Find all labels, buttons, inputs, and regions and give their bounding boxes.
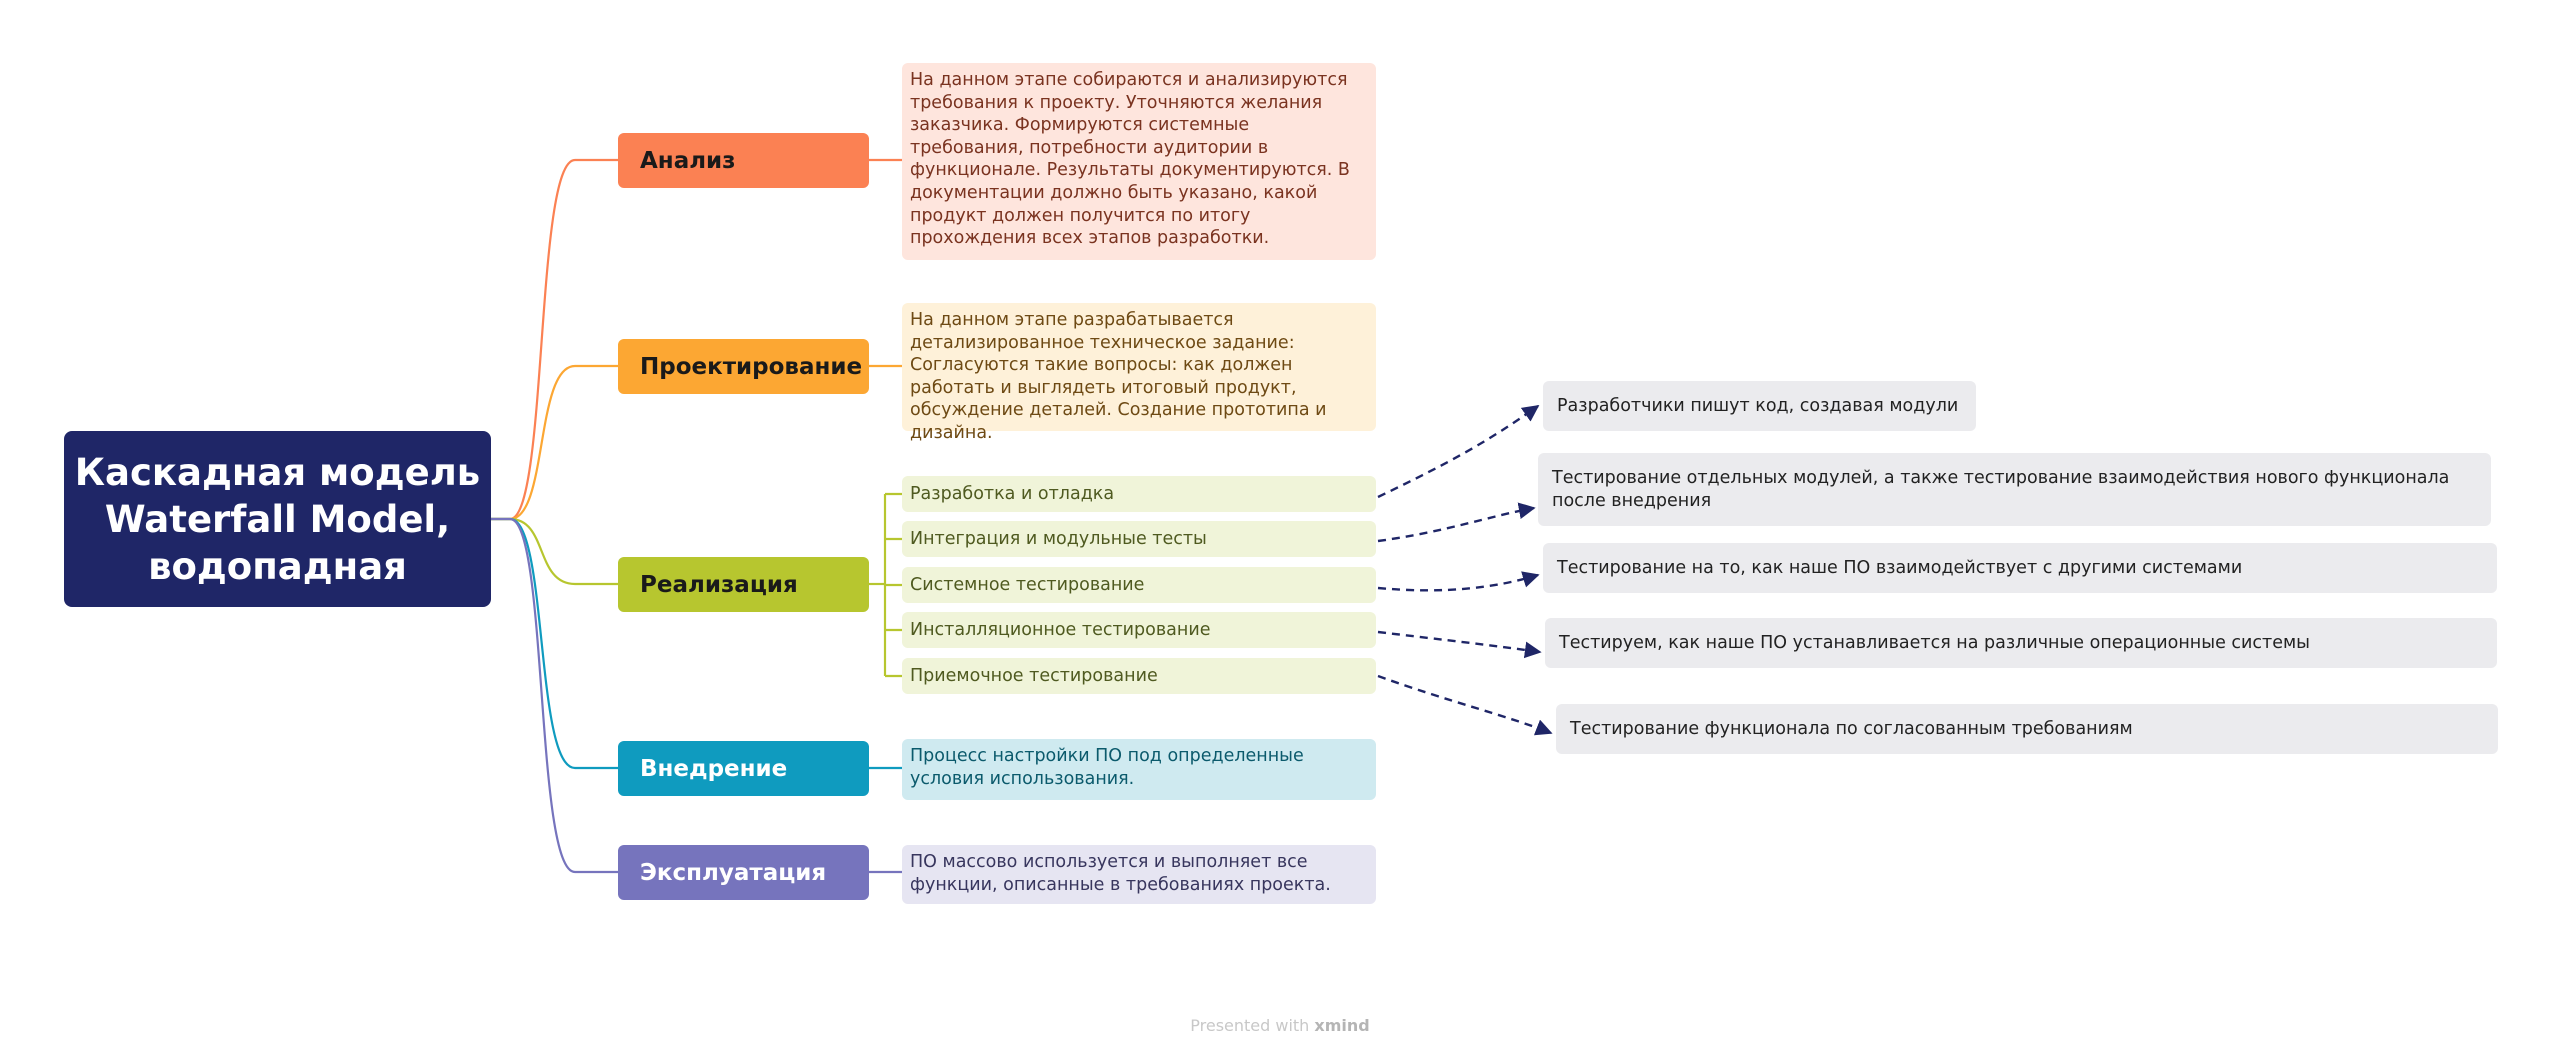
branch-label: Эксплуатация: [640, 859, 827, 886]
desc-system-testing[interactable]: Тестирование на то, как наше ПО взаимоде…: [1543, 543, 2497, 593]
branch-deployment[interactable]: Внедрение: [618, 741, 869, 796]
subtopic-label: Интеграция и модульные тесты: [910, 529, 1207, 549]
footer-brand: xmind: [1314, 1016, 1370, 1035]
dashed-arrow: [1377, 674, 1553, 736]
note-analysis[interactable]: На данном этапе собираются и анализируют…: [902, 63, 1376, 260]
subtopic-label: Разработка и отладка: [910, 484, 1115, 504]
subtopic-label: Приемочное тестирование: [910, 666, 1158, 686]
branch-label: Внедрение: [640, 755, 788, 782]
branch-label: Проектирование: [640, 353, 863, 380]
footer-credit: Presented with xmind: [0, 1016, 2560, 1035]
desc-development[interactable]: Разработчики пишут код, создавая модули: [1543, 381, 1976, 431]
desc-text: Тестирование отдельных модулей, а также …: [1552, 467, 2450, 511]
subtopic-development[interactable]: Разработка и отладка: [902, 476, 1376, 512]
branch-label: Анализ: [640, 147, 736, 174]
subtopic-acceptance-testing[interactable]: Приемочное тестирование: [902, 658, 1376, 694]
desc-text: Тестирование функционала по согласованны…: [1570, 718, 2133, 739]
branch-connector: [491, 158, 618, 521]
note-text: ПО массово используется и выполняет все …: [910, 852, 1331, 895]
dashed-arrow: [1377, 502, 1536, 543]
desc-text: Тестирование на то, как наше ПО взаимоде…: [1557, 557, 2243, 578]
branch-connector: [491, 517, 618, 874]
subtopic-label: Инсталляционное тестирование: [910, 620, 1211, 640]
subtopic-installation-testing[interactable]: Инсталляционное тестирование: [902, 612, 1376, 648]
branch-connector: [491, 364, 618, 521]
note-design[interactable]: На данном этапе разрабатывается детализи…: [902, 303, 1376, 443]
root-title: Каскадная модель Waterfall Model, водопа…: [74, 450, 481, 588]
note-text: Процесс настройки ПО под определенные ус…: [910, 746, 1304, 789]
subtopic-label: Системное тестирование: [910, 575, 1145, 595]
desc-text: Тестируем, как наше ПО устанавливается н…: [1559, 632, 2310, 653]
branch-analysis[interactable]: Анализ: [618, 133, 869, 188]
branch-design[interactable]: Проектирование: [618, 339, 869, 394]
desc-text: Разработчики пишут код, создавая модули: [1557, 395, 1959, 416]
subtopic-integration[interactable]: Интеграция и модульные тесты: [902, 521, 1376, 557]
branch-operation[interactable]: Эксплуатация: [618, 845, 869, 900]
note-text: На данном этапе разрабатывается детализи…: [910, 310, 1327, 443]
note-operation[interactable]: ПО массово используется и выполняет все …: [902, 845, 1376, 904]
desc-acceptance-testing[interactable]: Тестирование функционала по согласованны…: [1556, 704, 2498, 754]
subtopic-system-testing[interactable]: Системное тестирование: [902, 567, 1376, 603]
note-text: На данном этапе собираются и анализируют…: [910, 70, 1350, 249]
desc-installation-testing[interactable]: Тестируем, как наше ПО устанавливается н…: [1545, 618, 2497, 668]
branch-connector: [491, 517, 618, 770]
note-deployment[interactable]: Процесс настройки ПО под определенные ус…: [902, 739, 1376, 800]
desc-integration[interactable]: Тестирование отдельных модулей, а также …: [1538, 453, 2491, 526]
branch-connector: [491, 517, 618, 586]
branch-implementation[interactable]: Реализация: [618, 557, 869, 612]
branch-label: Реализация: [640, 571, 798, 598]
footer-prefix: Presented with: [1190, 1016, 1310, 1035]
root-topic[interactable]: Каскадная модель Waterfall Model, водопа…: [64, 431, 491, 607]
dashed-arrow: [1377, 571, 1540, 592]
dashed-arrow: [1377, 405, 1540, 499]
dashed-arrow: [1377, 630, 1542, 659]
